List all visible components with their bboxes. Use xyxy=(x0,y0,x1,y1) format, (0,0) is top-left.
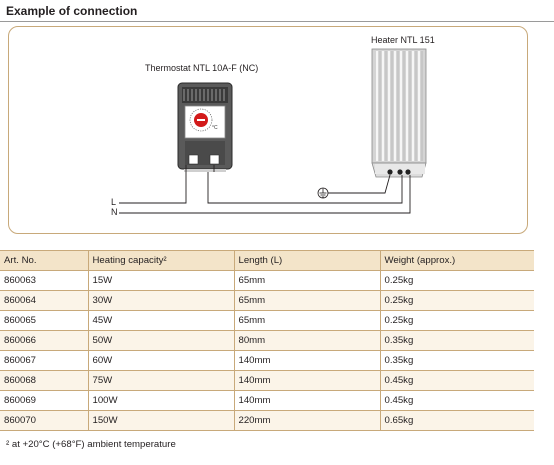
header-length: Length (L) xyxy=(233,250,380,271)
cell-length: 220mm xyxy=(233,410,380,431)
table-row: 860069 100W 140mm 0.45kg xyxy=(0,390,534,411)
cell-weight: 0.35kg xyxy=(379,330,534,351)
table-row: 860070 150W 220mm 0.65kg xyxy=(0,410,534,431)
table-row: 860066 50W 80mm 0.35kg xyxy=(0,330,534,351)
table-row: 860067 60W 140mm 0.35kg xyxy=(0,350,534,371)
thermostat-device: °C xyxy=(177,82,233,172)
cell-weight: 0.25kg xyxy=(379,310,534,331)
cell-weight: 0.45kg xyxy=(379,390,534,411)
cell-heating-capacity: 60W xyxy=(87,350,234,371)
table-row: 860065 45W 65mm 0.25kg xyxy=(0,310,534,331)
heater-device xyxy=(371,48,427,178)
header-art-no: Art. No. xyxy=(0,250,88,271)
cell-heating-capacity: 75W xyxy=(87,370,234,391)
cell-heating-capacity: 50W xyxy=(87,330,234,351)
cell-length: 80mm xyxy=(233,330,380,351)
title-divider xyxy=(0,21,554,22)
cell-art-no: 860066 xyxy=(0,330,88,351)
cell-weight: 0.35kg xyxy=(379,350,534,371)
ground-icon xyxy=(317,187,329,199)
cell-length: 65mm xyxy=(233,290,380,311)
cell-length: 140mm xyxy=(233,350,380,371)
cell-weight: 0.65kg xyxy=(379,410,534,431)
cell-length: 65mm xyxy=(233,310,380,331)
cell-heating-capacity: 15W xyxy=(87,270,234,291)
cell-weight: 0.45kg xyxy=(379,370,534,391)
table-row: 860068 75W 140mm 0.45kg xyxy=(0,370,534,391)
line-l-label: L xyxy=(111,197,117,207)
wiring xyxy=(119,165,411,214)
heater-label: Heater NTL 151 xyxy=(371,35,435,45)
cell-art-no: 860065 xyxy=(0,310,88,331)
connection-diagram: °C xyxy=(8,26,528,234)
section-title: Example of connection xyxy=(6,4,138,18)
table-row: 860064 30W 65mm 0.25kg xyxy=(0,290,534,311)
table-row: 860063 15W 65mm 0.25kg xyxy=(0,270,534,291)
cell-heating-capacity: 45W xyxy=(87,310,234,331)
thermostat-label: Thermostat NTL 10A-F (NC) xyxy=(145,63,259,73)
cell-length: 140mm xyxy=(233,370,380,391)
wiring-diagram-svg: °C xyxy=(119,48,427,214)
cell-length: 65mm xyxy=(233,270,380,291)
cell-heating-capacity: 30W xyxy=(87,290,234,311)
cell-length: 140mm xyxy=(233,390,380,411)
cell-weight: 0.25kg xyxy=(379,270,534,291)
svg-text:°C: °C xyxy=(212,125,218,131)
cell-art-no: 860069 xyxy=(0,390,88,411)
cell-heating-capacity: 100W xyxy=(87,390,234,411)
line-n-label: N xyxy=(111,207,118,217)
cell-art-no: 860063 xyxy=(0,270,88,291)
footnote: ² at +20°C (+68°F) ambient temperature xyxy=(6,439,176,450)
specification-table: Art. No. Heating capacity² Length (L) We… xyxy=(0,250,534,431)
cell-art-no: 860067 xyxy=(0,350,88,371)
cell-art-no: 860068 xyxy=(0,370,88,391)
cell-heating-capacity: 150W xyxy=(87,410,234,431)
cell-art-no: 860070 xyxy=(0,410,88,431)
cell-art-no: 860064 xyxy=(0,290,88,311)
table-header-row: Art. No. Heating capacity² Length (L) We… xyxy=(0,250,534,271)
header-weight: Weight (approx.) xyxy=(379,250,534,271)
header-heating-capacity: Heating capacity² xyxy=(87,250,234,271)
cell-weight: 0.25kg xyxy=(379,290,534,311)
